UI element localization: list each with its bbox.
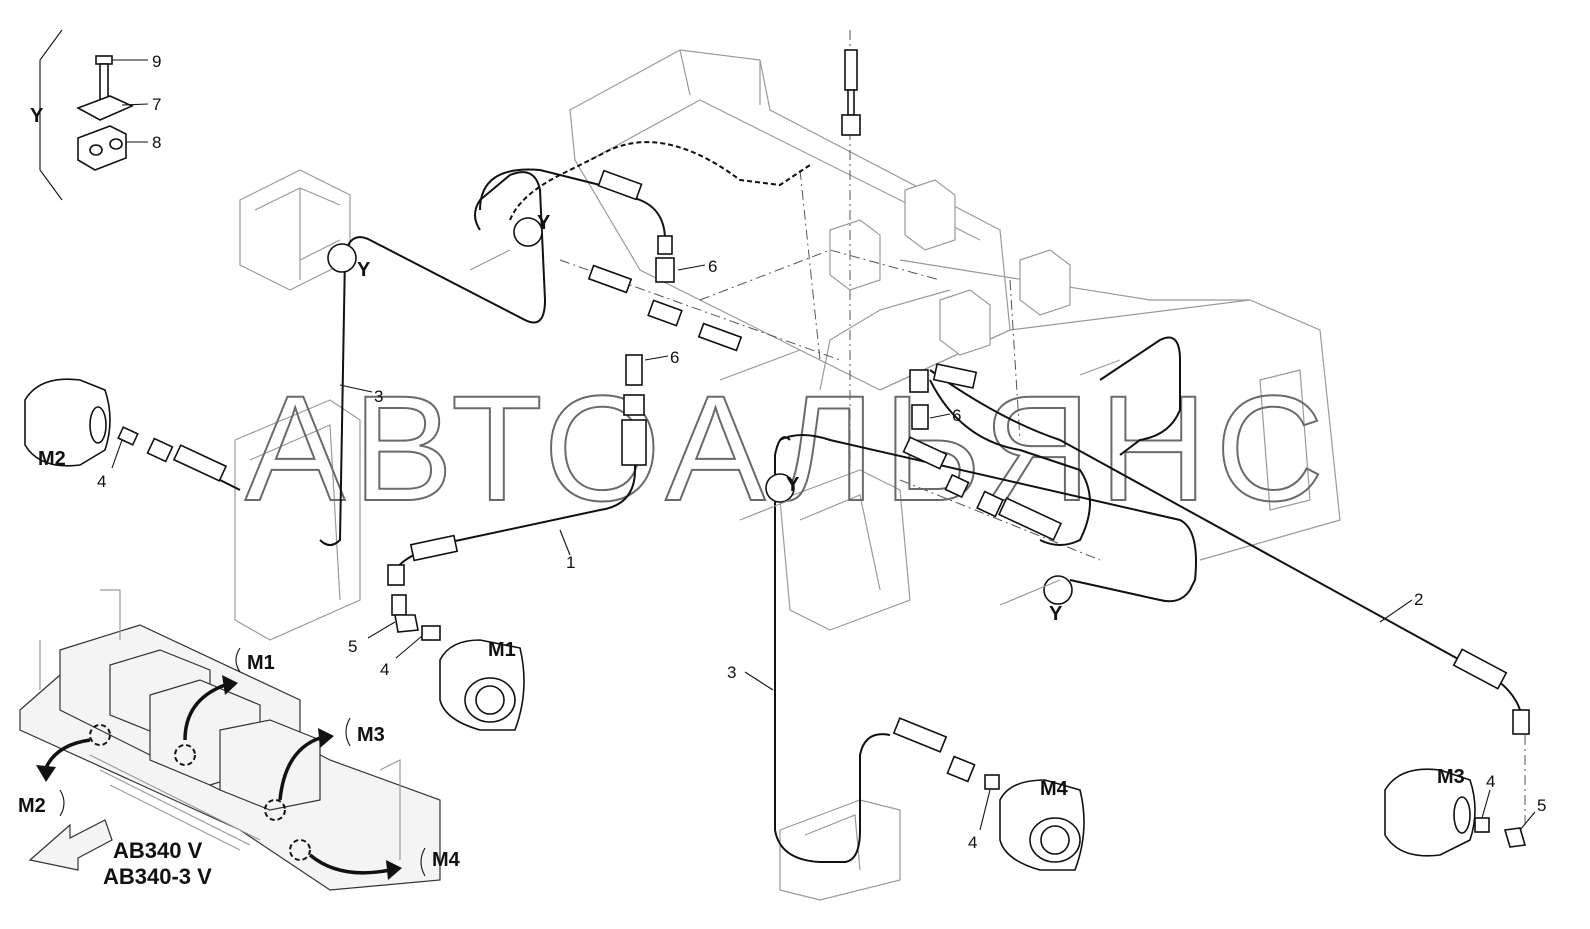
overview-label-m2: M2 xyxy=(18,795,46,817)
detail-callout-9: 9 xyxy=(152,52,161,71)
elbow-5-m1 xyxy=(394,614,419,633)
hose-top-elbow xyxy=(479,168,666,241)
hose-mid-right xyxy=(929,379,1091,546)
detail-y: Y 9 7 8 xyxy=(30,29,161,201)
hose-dashed-top xyxy=(509,141,811,221)
fitting-4-m4 xyxy=(984,774,1000,790)
motor-label-m2: M2 xyxy=(38,448,66,470)
clamp-circle-3 xyxy=(765,473,795,503)
clamp-marker-y-4: Y xyxy=(1049,603,1063,625)
union-6-top xyxy=(655,257,675,283)
bolt-icon xyxy=(95,55,113,65)
callout-4-m2: 4 xyxy=(97,472,106,491)
hose-3-center xyxy=(774,436,891,863)
callout-hose-3-left: 3 xyxy=(374,387,383,406)
clamp-markers: Y Y Y Y xyxy=(357,212,1063,625)
motor-m1 xyxy=(439,639,525,731)
clamp-circle-1 xyxy=(327,243,357,273)
elbow-5-m3 xyxy=(1503,827,1527,848)
callout-4-m3: 4 xyxy=(1486,772,1495,791)
motor-m2 xyxy=(24,378,111,467)
callout-4-m4: 4 xyxy=(968,833,977,852)
fitting-4-m3 xyxy=(1474,817,1490,833)
model-label-line2: AB340-3 V xyxy=(103,864,212,889)
direction-arrow-icon xyxy=(28,819,113,871)
fitting-4-m1 xyxy=(421,625,441,641)
overview-machine xyxy=(19,589,441,891)
clamp-circle-4 xyxy=(1043,575,1073,605)
motor-label-m4: M4 xyxy=(1040,778,1069,800)
callouts: 3 1 2 3 4 4 4 4 5 5 6 6 6 xyxy=(97,257,1546,852)
overview-label-m3: M3 xyxy=(357,724,385,746)
callout-6-mid: 6 xyxy=(670,348,679,367)
union-6-right xyxy=(911,404,929,430)
hose-1 xyxy=(394,460,636,571)
clamp-circle-2 xyxy=(513,217,543,247)
callout-4-m1: 4 xyxy=(380,660,389,679)
overview-label-m1: M1 xyxy=(247,652,275,674)
detail-callout-7: 7 xyxy=(152,95,161,114)
callout-hose-2: 2 xyxy=(1414,590,1423,609)
hidden-lines xyxy=(559,30,1526,825)
callout-5-m3: 5 xyxy=(1537,796,1546,815)
clamp-marker-y-2: Y xyxy=(537,212,551,234)
callout-hose-1: 1 xyxy=(566,553,575,572)
callout-6-right: 6 xyxy=(952,406,961,425)
motor-labels: M2 M1 M4 M3 xyxy=(38,448,1465,800)
motor-m3 xyxy=(1384,768,1476,857)
fitting-4-m2 xyxy=(117,426,139,446)
detail-y-label: Y xyxy=(30,105,44,127)
cover-plate-icon xyxy=(76,95,134,121)
fittings xyxy=(117,49,1530,848)
overview-labels: M1 M2 M3 M4 AB340 V AB340-3 V xyxy=(18,647,461,889)
union-6-mid xyxy=(625,354,643,386)
fitting-top-vertical xyxy=(844,49,858,91)
motor-label-m1: M1 xyxy=(488,639,516,661)
hose-3-left xyxy=(319,171,547,546)
callout-hose-3-center: 3 xyxy=(727,663,736,682)
motor-m4 xyxy=(999,779,1085,871)
watermark-text: АВТОАЛЬЯНС xyxy=(245,364,1332,532)
detail-callout-8: 8 xyxy=(152,133,161,152)
clamp-marker-y-1: Y xyxy=(357,259,371,281)
hose-loop-right xyxy=(779,434,1197,603)
motor-label-m3: M3 xyxy=(1437,766,1465,788)
overview-label-m4: M4 xyxy=(432,849,461,871)
callout-6-top: 6 xyxy=(708,257,717,276)
model-label-line1: AB340 V xyxy=(113,838,203,863)
machine-frame xyxy=(234,49,1341,901)
clamp-marker-y-3: Y xyxy=(786,474,800,496)
callout-5-m1: 5 xyxy=(348,637,357,656)
